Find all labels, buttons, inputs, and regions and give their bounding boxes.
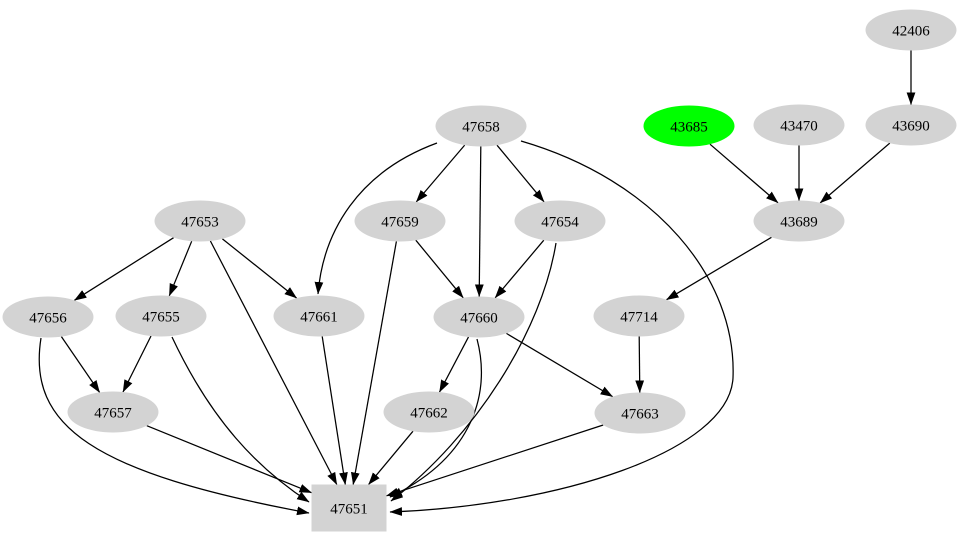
edge-47659-47660: [415, 239, 464, 299]
ellipse-shape-47657: [67, 391, 159, 433]
graph-node-47653: 47653: [154, 200, 246, 242]
node-label-43690: 43690: [892, 119, 930, 135]
graph-node-47659: 47659: [354, 200, 446, 242]
graph-node-47658: 47658: [435, 105, 527, 147]
node-label-47714: 47714: [620, 310, 658, 326]
graph-node-43690: 43690: [865, 104, 957, 146]
ellipse-shape-42406: [865, 9, 957, 51]
edge-43690-43689: [819, 142, 891, 204]
graph-node-47660: 47660: [433, 296, 525, 338]
ellipse-shape-47661: [273, 295, 365, 337]
edge-47657-47651: [146, 425, 312, 494]
ellipse-shape-47654: [514, 200, 606, 242]
edge-47660-47651: [389, 338, 483, 498]
ellipse-shape-47659: [354, 200, 446, 242]
edge-47659-47651: [350, 241, 398, 485]
node-label-47659: 47659: [381, 215, 419, 231]
edge-47660-47662: [438, 336, 470, 393]
node-label-47663: 47663: [621, 407, 659, 423]
edge-47656-47651: [38, 337, 310, 516]
graph-node-47656: 47656: [2, 296, 94, 338]
ellipse-shape-47656: [2, 296, 94, 338]
node-label-43470: 43470: [780, 119, 818, 135]
edge-47653-47655: [168, 240, 193, 297]
ellipse-shape-43689: [753, 200, 845, 242]
graph-node-47714: 47714: [593, 295, 685, 337]
edge-47658-47659: [415, 144, 466, 203]
edge-47653-47656: [73, 237, 174, 301]
ellipse-shape-43685: [643, 105, 735, 147]
graph-node-47655: 47655: [115, 295, 207, 337]
ellipse-shape-43690: [865, 104, 957, 146]
graph-node-43689: 43689: [753, 200, 845, 242]
edge-47662-47651: [368, 430, 414, 485]
edge-47658-47660: [474, 146, 484, 297]
edge-47654-47660: [494, 239, 545, 299]
node-label-47655: 47655: [142, 310, 180, 326]
ellipse-shape-47663: [594, 392, 686, 434]
ellipse-shape-47658: [435, 105, 527, 147]
edge-47653-47651: [209, 240, 338, 485]
edge-47714-47663: [635, 336, 645, 393]
edge-47658-47654: [496, 144, 545, 203]
graph-node-43470: 43470: [753, 104, 845, 146]
node-label-47662: 47662: [410, 406, 448, 422]
graph-node-42406: 42406: [865, 9, 957, 51]
graph-node-47663: 47663: [594, 392, 686, 434]
node-label-47653: 47653: [181, 215, 219, 231]
node-label-47658: 47658: [462, 120, 500, 136]
ellipse-shape-47660: [433, 296, 525, 338]
edge-47660-47663: [506, 332, 614, 398]
edge-47658-47651: [389, 140, 734, 516]
graph-node-47651: 47651: [311, 484, 387, 532]
node-label-43689: 43689: [780, 215, 818, 231]
edge-47654-47651: [390, 242, 557, 502]
graph-node-47654: 47654: [514, 200, 606, 242]
edge-47655-47657: [122, 335, 152, 393]
edge-43689-47714: [666, 236, 772, 301]
node-label-47660: 47660: [460, 311, 498, 327]
graph-node-47661: 47661: [273, 295, 365, 337]
edge-47658-47661: [314, 142, 438, 295]
edge-47655-47651: [171, 336, 310, 503]
ellipse-shape-47714: [593, 295, 685, 337]
ellipse-shape-47653: [154, 200, 246, 242]
node-label-47657: 47657: [94, 406, 132, 422]
node-label-43685: 43685: [670, 120, 708, 136]
ellipse-shape-47662: [383, 391, 475, 433]
edge-43685-43689: [709, 143, 779, 204]
graph-node-47657: 47657: [67, 391, 159, 433]
node-label-47656: 47656: [29, 311, 67, 327]
edge-47663-47651: [386, 424, 604, 497]
ellipse-shape-47655: [115, 295, 207, 337]
edge-47656-47657: [60, 336, 101, 393]
box-shape-47651: [311, 484, 387, 532]
graph-node-47662: 47662: [383, 391, 475, 433]
ellipse-shape-43470: [753, 104, 845, 146]
edge-47661-47651: [321, 336, 348, 485]
graph-node-43685: 43685: [643, 105, 735, 147]
node-label-47654: 47654: [541, 215, 579, 231]
node-label-47651: 47651: [330, 502, 368, 518]
node-label-47661: 47661: [300, 310, 338, 326]
edge-47653-47661: [222, 238, 297, 299]
node-label-42406: 42406: [892, 24, 930, 40]
